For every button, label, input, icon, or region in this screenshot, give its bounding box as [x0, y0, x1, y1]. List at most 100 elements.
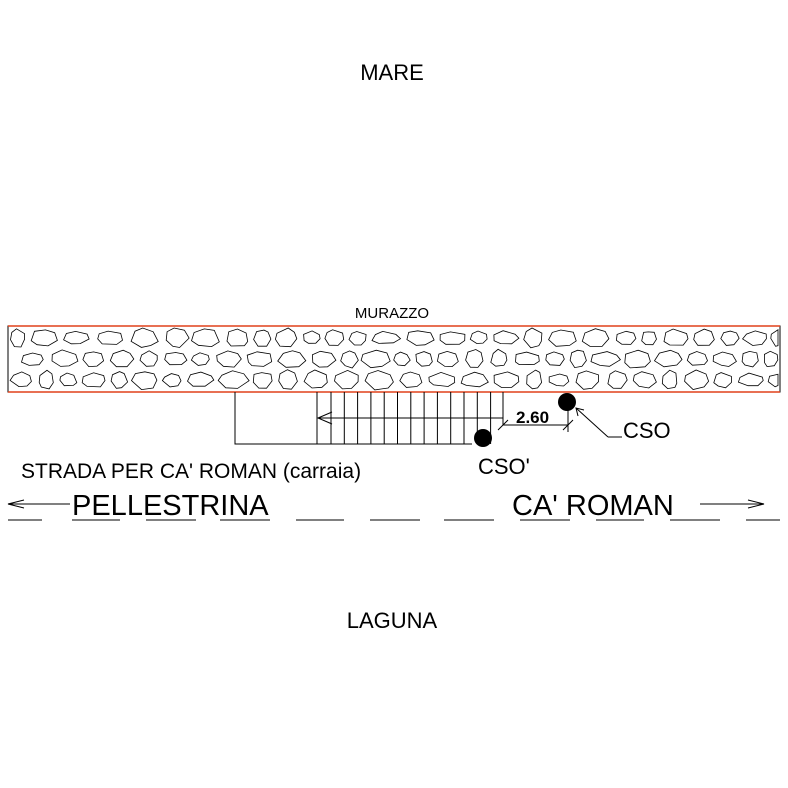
seawall-stone — [590, 351, 621, 367]
seawall-stone — [130, 327, 159, 348]
seawall-stone — [303, 330, 321, 344]
seawall-stone — [82, 351, 105, 368]
seawall-stone — [139, 350, 158, 367]
seawall-stone — [216, 350, 242, 368]
seawall-stone — [641, 331, 657, 346]
seawall-stone — [164, 352, 188, 366]
direction-arrow-right — [700, 499, 765, 509]
seawall-stone — [663, 328, 689, 346]
seawall-stone — [130, 371, 158, 391]
seawall-stone — [399, 371, 423, 388]
seawall-stone — [741, 350, 759, 368]
seawall-stone — [278, 369, 298, 390]
seawall — [7, 325, 781, 393]
seawall-stone — [165, 327, 190, 348]
seawall-stone — [187, 371, 215, 387]
seawall-stone — [161, 373, 182, 388]
seawall-stone — [515, 351, 540, 366]
seawall-stone — [763, 350, 779, 368]
cso-leader — [575, 407, 622, 438]
cso-prime-point-marker — [474, 429, 492, 447]
cso-label: CSO — [623, 418, 671, 443]
stair-direction-arrow — [316, 411, 503, 425]
seawall-stone — [720, 330, 740, 346]
seawall-stone — [523, 327, 543, 349]
seawall-stone — [38, 369, 54, 390]
seawall-stone — [21, 352, 44, 366]
seawall-stone — [742, 330, 767, 346]
seawall-stone — [686, 351, 708, 366]
seawall-stone — [607, 370, 628, 389]
seawall-stone — [548, 329, 577, 347]
seawall-stone — [371, 330, 402, 344]
seawall-stone — [81, 372, 106, 388]
seawall-stone — [324, 329, 345, 346]
seawall-stone — [436, 350, 459, 368]
seawall-stone — [97, 330, 123, 345]
seawall-stone — [767, 373, 779, 388]
seawall-stone — [439, 331, 466, 345]
seawall-stone — [526, 369, 543, 390]
lagoon-label: LAGUNA — [347, 608, 438, 633]
seawall-stone — [109, 349, 135, 368]
seawall-stone — [253, 329, 272, 347]
seawall-stone — [9, 371, 32, 388]
seawall-stone — [360, 349, 391, 369]
seawall-stone — [51, 349, 79, 367]
seawall-stone — [190, 352, 210, 366]
seawall-stone — [493, 371, 520, 388]
seawall-label: MURAZZO — [355, 305, 429, 322]
seawall-stone — [277, 350, 307, 368]
seawall-stone — [63, 330, 90, 345]
seawall-stone — [252, 372, 273, 389]
seawall-stone — [493, 330, 520, 345]
seawall-stone — [465, 349, 484, 368]
direction-arrow-left — [7, 499, 70, 509]
seawall-stones — [9, 327, 779, 391]
seawall-stone — [191, 328, 220, 348]
dimension-value: 2.60 — [516, 408, 549, 427]
seawall-stone — [10, 328, 26, 348]
seawall-stone — [246, 351, 273, 367]
road-label: STRADA PER CA' ROMAN (carraia) — [21, 460, 361, 483]
seawall-stone — [615, 330, 637, 345]
seawall-stone — [545, 351, 565, 366]
direction-left-label: PELLESTRINA — [72, 490, 269, 522]
seawall-stone — [406, 330, 435, 346]
seawall-stone — [624, 349, 651, 369]
seawall-stone — [737, 372, 764, 387]
seawall-stone — [217, 370, 250, 389]
sea-label: MARE — [360, 60, 424, 85]
seawall-stone — [712, 351, 737, 367]
seawall-stone — [460, 371, 489, 388]
cso-prime-label: CSO' — [478, 454, 530, 479]
seawall-stone — [684, 369, 710, 390]
cso-point-marker — [558, 393, 576, 411]
seawall-stone — [693, 328, 715, 346]
seawall-stone — [713, 372, 732, 389]
seawall-stone — [348, 331, 367, 346]
seawall-stone — [340, 350, 359, 369]
direction-right-label: CA' ROMAN — [512, 490, 674, 522]
seawall-stone — [30, 329, 58, 347]
seawall-stone — [59, 372, 78, 387]
seawall-stone — [661, 369, 678, 390]
seawall-stone — [575, 370, 599, 390]
seawall-stone — [303, 369, 328, 389]
seawall-stone — [581, 328, 610, 347]
seawall-stone — [653, 349, 683, 368]
seawall-stone — [632, 371, 657, 389]
seawall-stone — [548, 373, 570, 387]
seawall-stone — [311, 350, 337, 368]
seawall-stone — [770, 329, 779, 347]
seawall-stone — [274, 327, 298, 348]
seawall-stone — [334, 369, 359, 390]
seawall-stone — [428, 371, 456, 387]
seawall-stone — [226, 328, 249, 347]
seawall-stone — [415, 351, 433, 367]
seawall-stone — [364, 370, 394, 391]
seawall-stone — [469, 330, 488, 344]
seawall-stone — [569, 349, 587, 369]
seawall-stone — [110, 371, 129, 389]
